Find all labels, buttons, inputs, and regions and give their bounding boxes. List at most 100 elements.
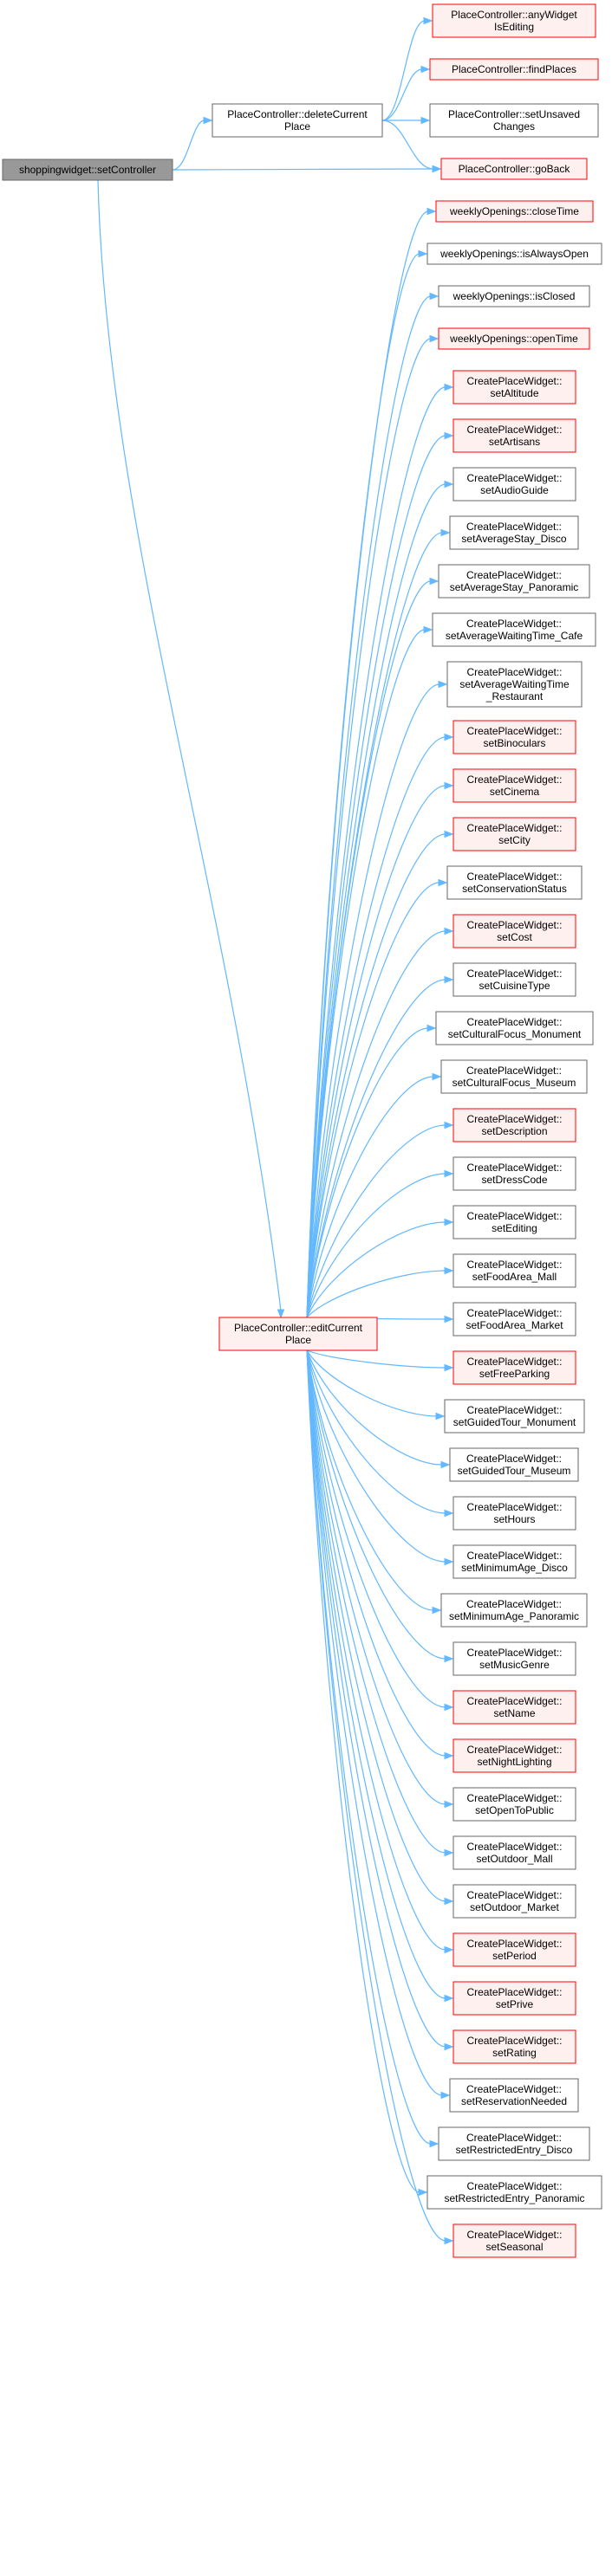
node-setDressCode[interactable]: CreatePlaceWidget::setDressCode [452, 1156, 576, 1191]
node-setCulturalFocus_Museum[interactable]: CreatePlaceWidget::setCulturalFocus_Muse… [440, 1059, 588, 1094]
node-box-setSeasonal[interactable] [452, 2223, 576, 2258]
node-box-setFreeParking[interactable] [452, 1350, 576, 1385]
node-box-setAverageStay_Panoramic[interactable] [438, 564, 590, 599]
node-findPlaces[interactable]: PlaceController::findPlaces [429, 58, 599, 81]
node-box-openTime[interactable] [438, 327, 590, 350]
node-setAltitude[interactable]: CreatePlaceWidget::setAltitude [452, 370, 576, 405]
node-box-setRestrictedEntry_Panoramic[interactable] [426, 2175, 602, 2210]
node-setFreeParking[interactable]: CreatePlaceWidget::setFreeParking [452, 1350, 576, 1385]
node-box-setCinema[interactable] [452, 768, 576, 803]
node-box-setMinimumAge_Disco[interactable] [452, 1544, 576, 1579]
node-box-setFoodArea_Mall[interactable] [452, 1253, 576, 1288]
node-box-setReservationNeeded[interactable] [449, 2078, 579, 2113]
node-box-findPlaces[interactable] [429, 58, 599, 81]
node-setOutdoor_Mall[interactable]: CreatePlaceWidget::setOutdoor_Mall [452, 1835, 576, 1870]
node-setMinimumAge_Panoramic[interactable]: CreatePlaceWidget::setMinimumAge_Panoram… [440, 1593, 588, 1628]
node-setCuisineType[interactable]: CreatePlaceWidget::setCuisineType [452, 962, 576, 997]
node-setOpenToPublic[interactable]: CreatePlaceWidget::setOpenToPublic [452, 1787, 576, 1822]
node-isAlwaysOpen[interactable]: weeklyOpenings::isAlwaysOpen [426, 243, 602, 265]
node-box-setAverageWaitingTime_Cafe[interactable] [432, 612, 596, 647]
node-box-setAverageWaitingTime_Restaurant[interactable] [446, 661, 583, 708]
node-box-setRestrictedEntry_Disco[interactable] [438, 2126, 590, 2161]
node-box-setAudioGuide[interactable] [452, 467, 576, 502]
node-setEditing[interactable]: CreatePlaceWidget::setEditing [452, 1205, 576, 1239]
node-setSeasonal[interactable]: CreatePlaceWidget::setSeasonal [452, 2223, 576, 2258]
node-box-editCurrentPlace[interactable] [218, 1317, 378, 1351]
node-setRestrictedEntry_Disco[interactable]: CreatePlaceWidget::setRestrictedEntry_Di… [438, 2126, 590, 2161]
node-setAverageWaitingTime_Restaurant[interactable]: CreatePlaceWidget::setAverageWaitingTime… [446, 661, 583, 708]
node-box-setMusicGenre[interactable] [452, 1641, 576, 1676]
node-box-setHours[interactable] [452, 1496, 576, 1531]
node-box-setOutdoor_Mall[interactable] [452, 1835, 576, 1870]
node-box-setAltitude[interactable] [452, 370, 576, 405]
node-setAverageStay_Disco[interactable]: CreatePlaceWidget::setAverageStay_Disco [449, 515, 579, 550]
node-box-setNightLighting[interactable] [452, 1738, 576, 1773]
node-box-setConservationStatus[interactable] [446, 865, 583, 900]
node-root[interactable]: shoppingwidget::setController [2, 159, 173, 181]
node-box-setAverageStay_Disco[interactable] [449, 515, 579, 550]
node-setCity[interactable]: CreatePlaceWidget::setCity [452, 817, 576, 851]
node-setCulturalFocus_Monument[interactable]: CreatePlaceWidget::setCulturalFocus_Monu… [435, 1011, 594, 1045]
node-box-isAlwaysOpen[interactable] [426, 243, 602, 265]
node-box-setOutdoor_Market[interactable] [452, 1884, 576, 1919]
node-setName[interactable]: CreatePlaceWidget::setName [452, 1690, 576, 1725]
node-box-setDescription[interactable] [452, 1108, 576, 1142]
node-box-setUnsavedChanges[interactable] [429, 103, 599, 138]
node-setGuidedTour_Monument[interactable]: CreatePlaceWidget::setGuidedTour_Monumen… [444, 1399, 585, 1434]
node-box-setPrive[interactable] [452, 1981, 576, 2016]
node-setFoodArea_Mall[interactable]: CreatePlaceWidget::setFoodArea_Mall [452, 1253, 576, 1288]
node-box-setCost[interactable] [452, 914, 576, 948]
node-box-goBack[interactable] [440, 158, 588, 180]
node-box-setGuidedTour_Museum[interactable] [449, 1447, 579, 1482]
node-setFoodArea_Market[interactable]: CreatePlaceWidget::setFoodArea_Market [452, 1302, 576, 1337]
node-setMinimumAge_Disco[interactable]: CreatePlaceWidget::setMinimumAge_Disco [452, 1544, 576, 1579]
node-box-setOpenToPublic[interactable] [452, 1787, 576, 1822]
node-setArtisans[interactable]: CreatePlaceWidget::setArtisans [452, 418, 576, 453]
node-setRestrictedEntry_Panoramic[interactable]: CreatePlaceWidget::setRestrictedEntry_Pa… [426, 2175, 602, 2210]
node-box-setCity[interactable] [452, 817, 576, 851]
node-closeTime[interactable]: weeklyOpenings::closeTime [435, 200, 594, 223]
node-box-setName[interactable] [452, 1690, 576, 1725]
node-box-isClosed[interactable] [438, 285, 590, 307]
node-setRating[interactable]: CreatePlaceWidget::setRating [452, 2029, 576, 2064]
node-box-anyWidgetIsEditing[interactable] [432, 3, 596, 38]
node-box-setPeriod[interactable] [452, 1932, 576, 1967]
node-setPeriod[interactable]: CreatePlaceWidget::setPeriod [452, 1932, 576, 1967]
node-setBinoculars[interactable]: CreatePlaceWidget::setBinoculars [452, 720, 576, 754]
node-box-setDressCode[interactable] [452, 1156, 576, 1191]
node-setDescription[interactable]: CreatePlaceWidget::setDescription [452, 1108, 576, 1142]
node-box-setArtisans[interactable] [452, 418, 576, 453]
node-box-closeTime[interactable] [435, 200, 594, 223]
node-setNightLighting[interactable]: CreatePlaceWidget::setNightLighting [452, 1738, 576, 1773]
node-setHours[interactable]: CreatePlaceWidget::setHours [452, 1496, 576, 1531]
node-box-setRating[interactable] [452, 2029, 576, 2064]
node-setAudioGuide[interactable]: CreatePlaceWidget::setAudioGuide [452, 467, 576, 502]
node-setMusicGenre[interactable]: CreatePlaceWidget::setMusicGenre [452, 1641, 576, 1676]
node-box-setFoodArea_Market[interactable] [452, 1302, 576, 1337]
node-goBack[interactable]: PlaceController::goBack [440, 158, 588, 180]
node-setOutdoor_Market[interactable]: CreatePlaceWidget::setOutdoor_Market [452, 1884, 576, 1919]
node-setPrive[interactable]: CreatePlaceWidget::setPrive [452, 1981, 576, 2016]
node-box-setCuisineType[interactable] [452, 962, 576, 997]
node-setGuidedTour_Museum[interactable]: CreatePlaceWidget::setGuidedTour_Museum [449, 1447, 579, 1482]
node-box-setCulturalFocus_Monument[interactable] [435, 1011, 594, 1045]
node-box-root[interactable] [2, 159, 173, 181]
node-setConservationStatus[interactable]: CreatePlaceWidget::setConservationStatus [446, 865, 583, 900]
node-setAverageStay_Panoramic[interactable]: CreatePlaceWidget::setAverageStay_Panora… [438, 564, 590, 599]
node-setCinema[interactable]: CreatePlaceWidget::setCinema [452, 768, 576, 803]
node-isClosed[interactable]: weeklyOpenings::isClosed [438, 285, 590, 307]
node-setReservationNeeded[interactable]: CreatePlaceWidget::setReservationNeeded [449, 2078, 579, 2113]
node-openTime[interactable]: weeklyOpenings::openTime [438, 327, 590, 350]
node-box-setBinoculars[interactable] [452, 720, 576, 754]
node-box-setGuidedTour_Monument[interactable] [444, 1399, 585, 1434]
node-box-setEditing[interactable] [452, 1205, 576, 1239]
node-setAverageWaitingTime_Cafe[interactable]: CreatePlaceWidget::setAverageWaitingTime… [432, 612, 596, 647]
node-box-setCulturalFocus_Museum[interactable] [440, 1059, 588, 1094]
node-setCost[interactable]: CreatePlaceWidget::setCost [452, 914, 576, 948]
node-box-setMinimumAge_Panoramic[interactable] [440, 1593, 588, 1628]
node-box-deleteCurrentPlace[interactable] [212, 103, 383, 138]
